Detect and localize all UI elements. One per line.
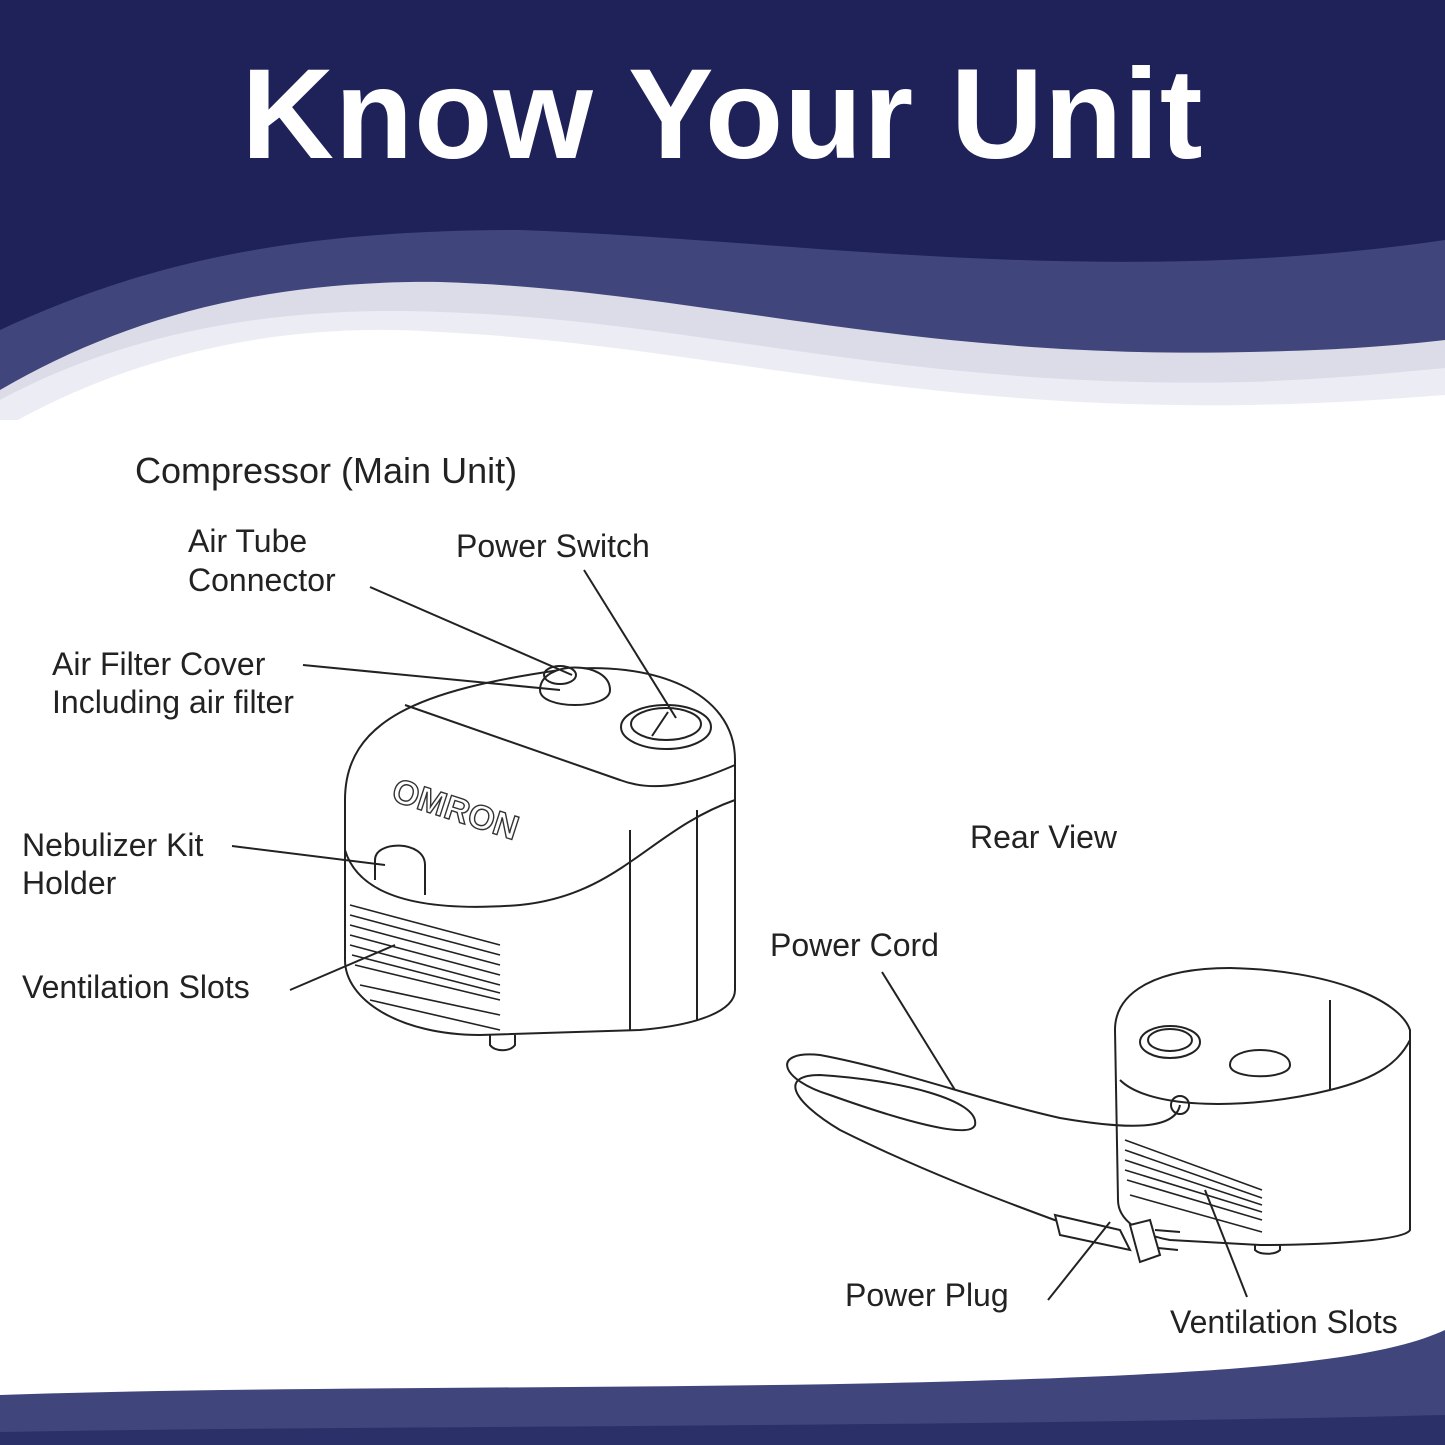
rear-view-heading: Rear View [970, 819, 1118, 855]
rear-ventilation-slots-label: Ventilation Slots [1170, 1304, 1398, 1340]
rear-power-switch-icon [1139, 1025, 1201, 1059]
power-switch-icon [620, 704, 712, 750]
page-title: Know Your Unit [241, 43, 1204, 186]
kit-holder-label-line2: Holder [22, 865, 117, 901]
rear-ventilation-slots-icon [1124, 1139, 1263, 1233]
main-unit-body [344, 667, 736, 1052]
rear-unit-body [1113, 966, 1411, 1255]
power-cord-icon [786, 1053, 1190, 1223]
ventilation-slots-icon [349, 904, 501, 1031]
kit-holder-label-line1: Nebulizer Kit [22, 827, 204, 863]
main-unit-heading: Compressor (Main Unit) [135, 450, 518, 491]
rear-filter-cover-icon [1228, 1049, 1292, 1078]
air-filter-cover-icon [538, 665, 612, 706]
power-plug-label: Power Plug [845, 1277, 1009, 1313]
power-plug-icon [1053, 1213, 1181, 1264]
rear-leader-lines [881, 971, 1248, 1301]
power-cord-label: Power Cord [770, 927, 939, 963]
power-switch-label: Power Switch [456, 528, 650, 564]
air-filter-label-line1: Air Filter Cover [52, 646, 266, 682]
nebulizer-kit-holder-icon [374, 844, 426, 895]
leader-lines [231, 569, 677, 991]
air-tube-label-line2: Connector [188, 562, 336, 598]
air-tube-label-line1: Air Tube [188, 523, 308, 559]
ventilation-slots-label: Ventilation Slots [22, 969, 250, 1005]
air-filter-label-line2: Including air filter [52, 684, 294, 720]
